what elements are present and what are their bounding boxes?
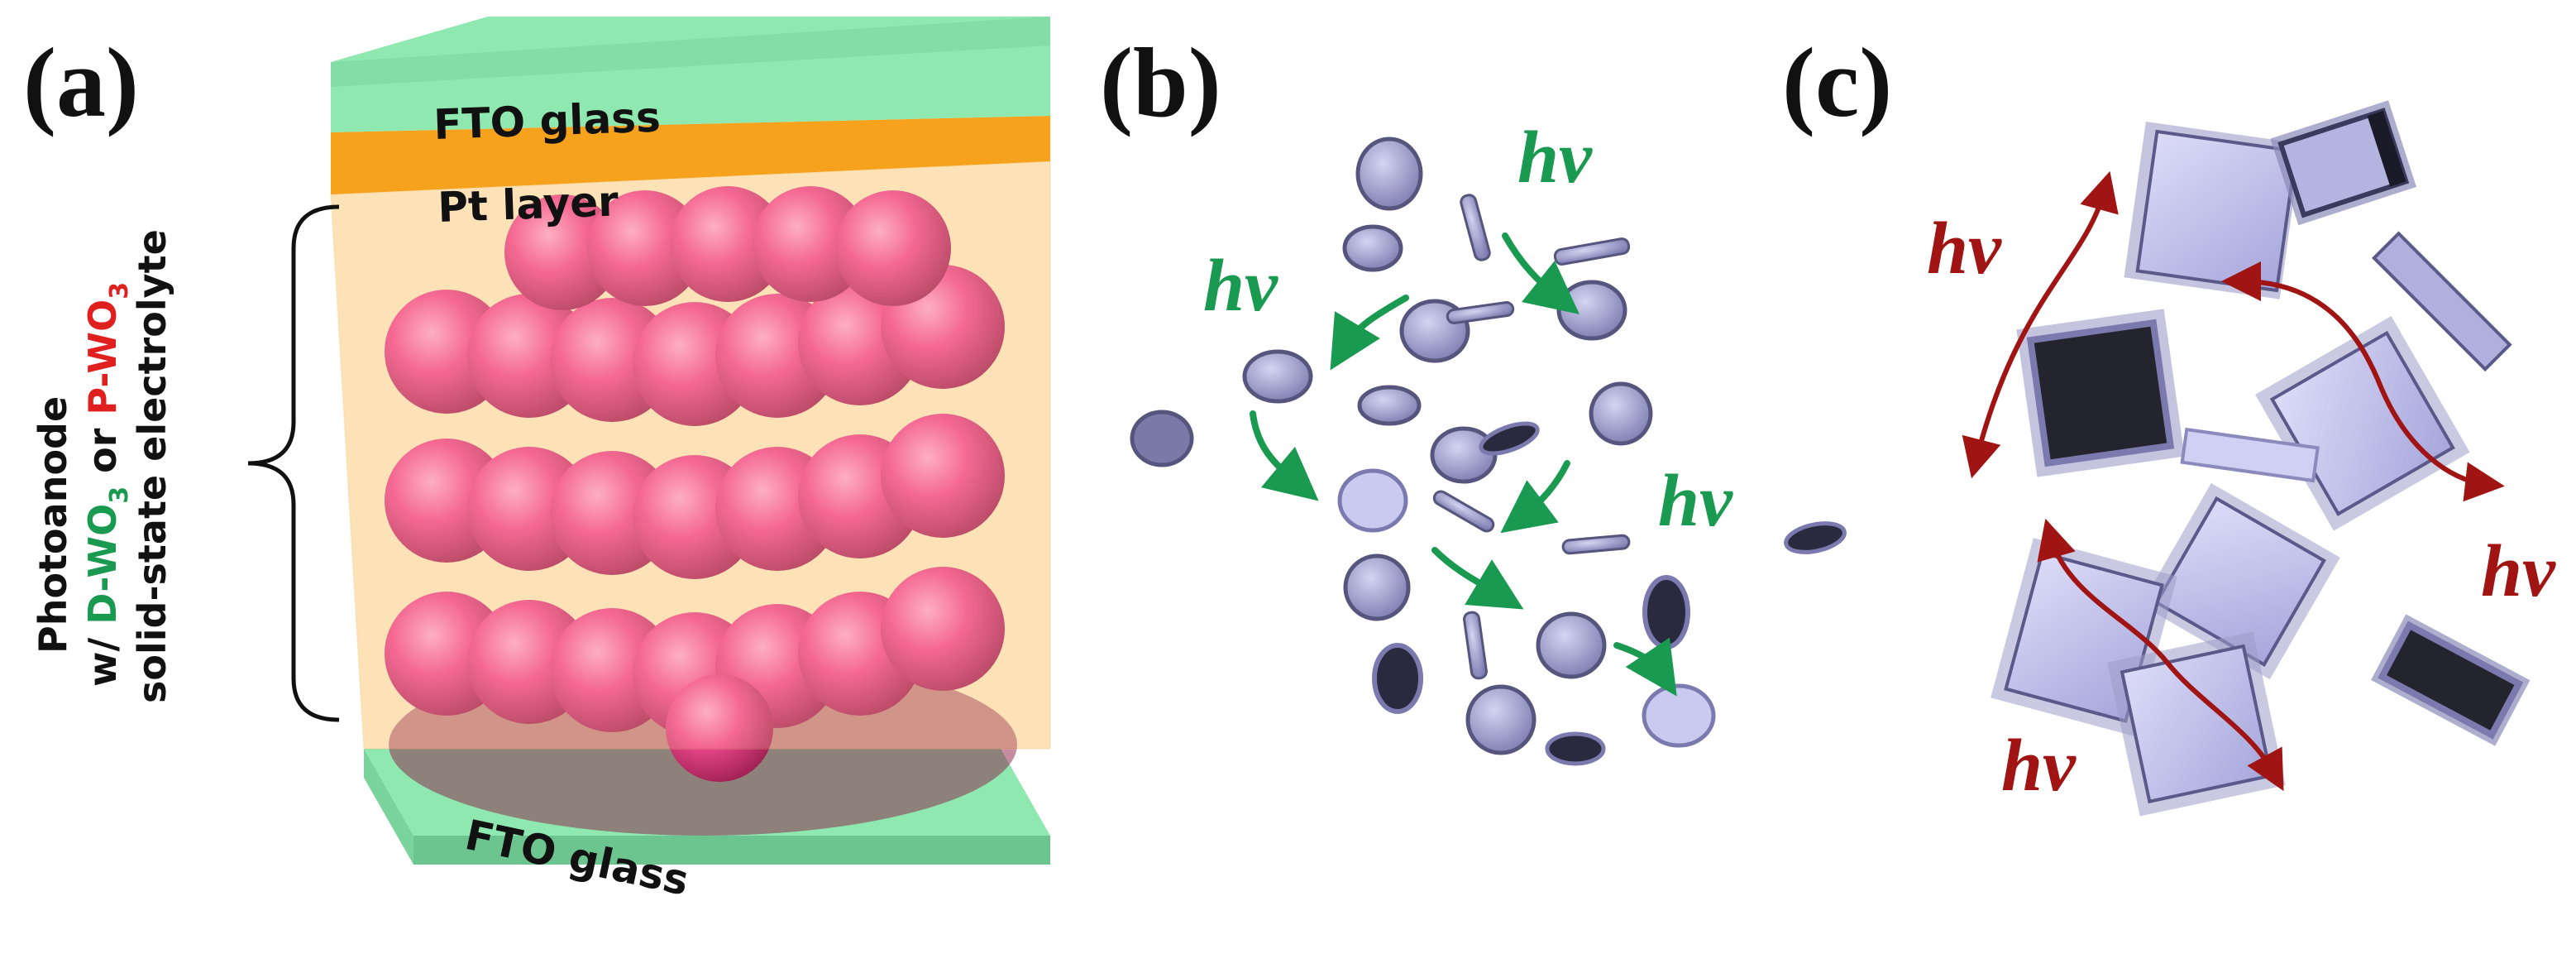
photoanode-side-label: Photoanode w/ D-WO3 or P-WO3 solid-state… bbox=[31, 229, 174, 703]
panel-a-label: (a) bbox=[23, 27, 139, 137]
top-fto-label: FTO glass bbox=[433, 93, 661, 149]
pt-layer: Pt layer bbox=[331, 116, 1050, 232]
side-label-line2: w/ D-WO3 or P-WO3 bbox=[80, 282, 134, 687]
hv-label-c-1: hv bbox=[1927, 208, 2002, 290]
hv-label-b-2: hv bbox=[1203, 245, 1278, 327]
panel-b: (b) bbox=[1100, 27, 1847, 766]
disc-particles bbox=[1130, 137, 1847, 766]
panel-a: (a) FTO glass bbox=[23, 17, 1051, 905]
side-label-line1: Photoanode bbox=[31, 396, 75, 654]
top-fto-glass: FTO glass bbox=[331, 17, 1050, 149]
hv-label-c-2: hv bbox=[2481, 530, 2556, 612]
photoanode-sphere-stack bbox=[385, 186, 1017, 836]
hv-label-c-3: hv bbox=[2001, 725, 2077, 807]
green-light-arrows bbox=[1250, 232, 1677, 697]
square-plate-particles bbox=[1991, 100, 2531, 817]
side-label-line3: solid-state electrolyte bbox=[130, 229, 174, 703]
photoanode-brace bbox=[247, 204, 340, 722]
panel-c: (c) bbox=[1782, 27, 2556, 817]
red-light-arrows bbox=[1962, 170, 2505, 792]
electrolyte-front bbox=[329, 160, 1051, 750]
hv-label-b-3: hv bbox=[1658, 460, 1733, 542]
hv-label-b-1: hv bbox=[1517, 117, 1593, 199]
pt-layer-label: Pt layer bbox=[437, 177, 619, 232]
panel-b-label: (b) bbox=[1100, 27, 1221, 137]
panel-c-label: (c) bbox=[1782, 27, 1892, 137]
